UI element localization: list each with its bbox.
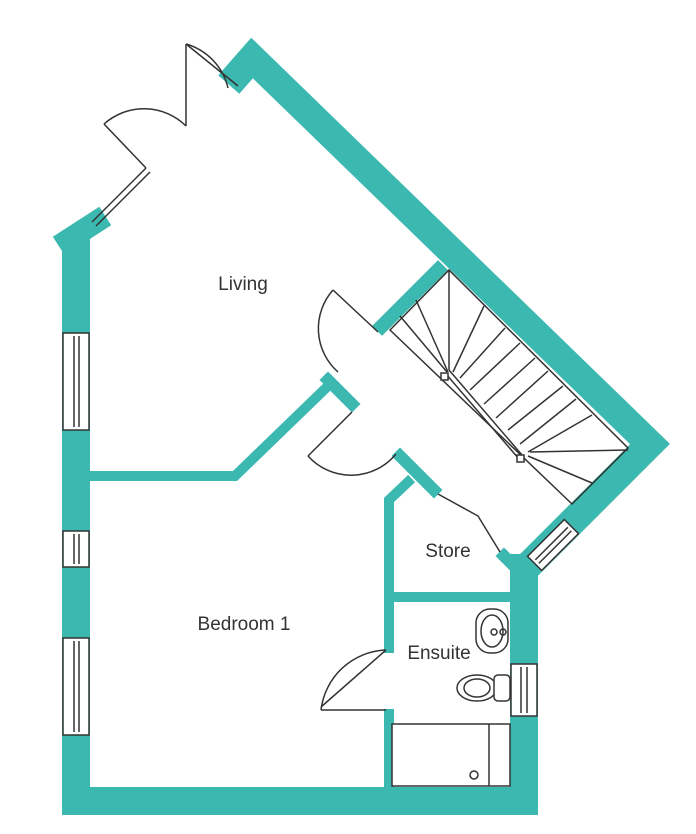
staircase — [388, 268, 630, 506]
room-label-ensuite: Ensuite — [407, 643, 470, 664]
shower-tray — [391, 723, 511, 787]
window-living — [62, 332, 90, 431]
window-bedroom — [62, 637, 90, 736]
windows — [62, 332, 580, 736]
room-label-bedroom: Bedroom 1 — [198, 614, 291, 635]
door-bedroom[interactable] — [307, 411, 397, 476]
room-label-store: Store — [425, 541, 470, 562]
cistern — [493, 674, 511, 702]
newel-post — [516, 454, 525, 463]
interior-walls — [85, 260, 525, 792]
outer-walls — [52, 37, 670, 815]
ensuite-fixtures — [391, 608, 511, 787]
room-label-living: Living — [218, 274, 268, 295]
door-ensuite[interactable] — [320, 649, 387, 711]
french-doors[interactable] — [91, 43, 239, 227]
door-living[interactable] — [317, 289, 379, 373]
window-landing — [526, 518, 580, 572]
door-store[interactable] — [437, 493, 501, 553]
newel-post — [440, 372, 449, 381]
window-ensuite — [510, 663, 538, 717]
window-bedroom-small — [62, 530, 90, 568]
